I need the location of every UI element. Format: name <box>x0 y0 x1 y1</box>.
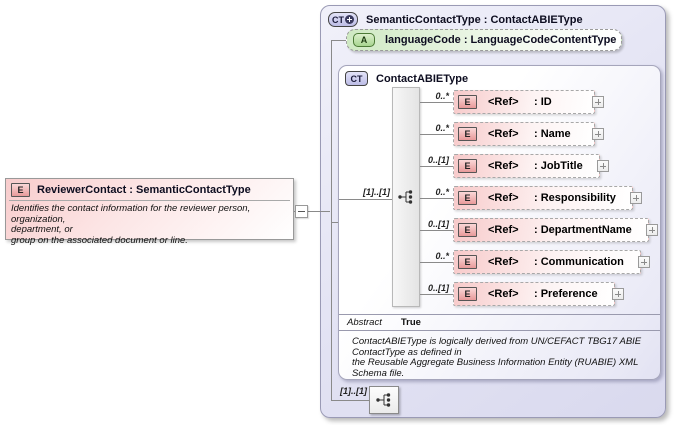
expand-toggle[interactable] <box>645 224 658 236</box>
element-cardinality: 0..[1] <box>427 219 449 229</box>
element-icon: E <box>11 183 30 197</box>
element-name: : Communication <box>534 256 624 268</box>
element-icon: E <box>458 95 477 109</box>
reviewer-contact-title: ReviewerContact : SemanticContactType <box>37 184 251 196</box>
reviewer-contact-title-row: E ReviewerContact : SemanticContactType <box>6 179 293 200</box>
element-row: 0..[1] E <Ref> : JobTitle <box>420 154 658 178</box>
element-box[interactable]: E <Ref> : ID <box>453 90 595 114</box>
properties-separator <box>339 330 660 331</box>
plus-icon <box>345 15 354 24</box>
expand-toggle[interactable] <box>611 288 624 300</box>
element-ref: <Ref> <box>488 192 519 204</box>
element-icon: E <box>458 287 477 301</box>
element-ref: <Ref> <box>488 128 519 140</box>
abstract-property-value: True <box>400 317 421 328</box>
title-separator <box>9 200 290 201</box>
reviewer-contact-element-box[interactable]: E ReviewerContact : SemanticContactType … <box>5 178 294 245</box>
element-ref: <Ref> <box>488 96 519 108</box>
element-row: 0..[1] E <Ref> : DepartmentName <box>420 218 658 242</box>
element-row: 0..* E <Ref> : ID <box>420 90 658 114</box>
element-name: : ID <box>534 96 552 108</box>
semantic-contact-type-panel[interactable]: CT SemanticContactType : ContactABIEType… <box>320 5 666 418</box>
element-row: 0..* E <Ref> : Responsibility <box>420 186 658 210</box>
element-cardinality: 0..* <box>435 123 449 133</box>
contact-abie-type-box[interactable]: CT ContactABIEType [1]..[1] 0..* <box>338 65 661 380</box>
sequence-icon <box>398 190 413 204</box>
sequence-bar <box>392 87 420 307</box>
element-ref: <Ref> <box>488 160 519 172</box>
tree-stub-line <box>331 40 346 41</box>
element-box[interactable]: E <Ref> : Communication <box>453 250 641 274</box>
element-cardinality: 0..* <box>435 251 449 261</box>
sequence-compositor-box[interactable] <box>369 386 399 414</box>
element-row: 0..[1] E <Ref> : Preference <box>420 282 658 306</box>
element-cardinality: 0..* <box>435 91 449 101</box>
element-icon: E <box>458 191 477 205</box>
element-ref: <Ref> <box>488 224 519 236</box>
contact-abie-type-header: CT ContactABIEType <box>339 66 660 86</box>
expand-toggle[interactable] <box>596 160 609 172</box>
element-cardinality: 0..[1] <box>427 283 449 293</box>
complex-type-icon-label: CT <box>332 14 344 25</box>
element-row: 0..* E <Ref> : Communication <box>420 250 658 274</box>
element-box[interactable]: E <Ref> : JobTitle <box>453 154 600 178</box>
expand-toggle[interactable] <box>637 256 650 268</box>
element-cardinality: 0..* <box>435 187 449 197</box>
element-cardinality: 0..[1] <box>427 155 449 165</box>
expand-toggle[interactable] <box>592 128 604 140</box>
properties-separator <box>339 314 660 315</box>
contact-abie-type-annotation: ContactABIEType is logically derived fro… <box>352 336 642 379</box>
collapse-toggle-button[interactable] <box>295 205 308 218</box>
language-code-attribute-box[interactable]: A languageCode : LanguageCodeContentType <box>346 29 622 51</box>
element-ref: <Ref> <box>488 256 519 268</box>
tree-stub-line <box>331 400 369 401</box>
element-row: 0..* E <Ref> : Name <box>420 122 658 146</box>
tree-vertical-line <box>331 40 332 400</box>
complex-type-icon: CT <box>345 71 368 86</box>
language-code-attribute-label: languageCode : LanguageCodeContentType <box>385 34 617 46</box>
tree-stub-line <box>331 222 338 223</box>
abstract-property-name: Abstract <box>347 317 382 328</box>
element-box[interactable]: E <Ref> : Preference <box>453 282 615 306</box>
abstract-property-row: Abstract True <box>347 317 421 328</box>
element-icon: E <box>458 159 477 173</box>
contact-abie-type-title: ContactABIEType <box>376 72 469 85</box>
expand-toggle[interactable] <box>592 96 604 108</box>
connector-line <box>294 211 330 212</box>
element-name: : JobTitle <box>534 160 583 172</box>
sequence-branch-line <box>339 199 392 200</box>
element-ref: <Ref> <box>488 288 519 300</box>
panel-title: SemanticContactType : ContactABIEType <box>366 13 583 26</box>
expand-toggle[interactable] <box>629 192 642 204</box>
element-box[interactable]: E <Ref> : Responsibility <box>453 186 633 210</box>
element-box[interactable]: E <Ref> : Name <box>453 122 595 146</box>
element-icon: E <box>458 127 477 141</box>
element-name: : Preference <box>534 288 598 300</box>
element-icon: E <box>458 223 477 237</box>
sequence-cardinality-label: [1]..[1] <box>363 187 390 197</box>
element-rows: 0..* E <Ref> : ID 0..* E <Ref> : Name 0.… <box>420 90 658 314</box>
element-name: : Responsibility <box>534 192 616 204</box>
sequence-icon <box>376 393 391 407</box>
attribute-icon: A <box>353 33 375 47</box>
element-name: : Name <box>534 128 571 140</box>
element-box[interactable]: E <Ref> : DepartmentName <box>453 218 649 242</box>
element-icon: E <box>458 255 477 269</box>
reviewer-contact-annotation: Identifies the contact information for t… <box>11 203 251 246</box>
bottom-sequence-cardinality-label: [1]..[1] <box>340 386 367 396</box>
panel-header: CT SemanticContactType : ContactABIEType <box>328 12 583 27</box>
derived-complex-type-icon: CT <box>328 12 358 27</box>
element-name: : DepartmentName <box>534 224 632 236</box>
